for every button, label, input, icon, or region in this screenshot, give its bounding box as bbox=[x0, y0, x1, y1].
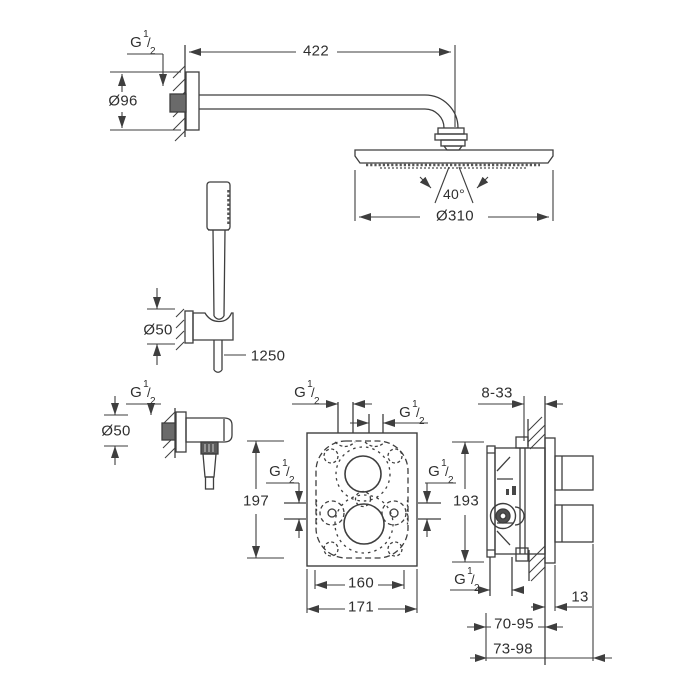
mixer-side-dims bbox=[450, 396, 612, 662]
thread-sub: 2 bbox=[447, 475, 454, 486]
thread-leader-elbow bbox=[126, 403, 161, 415]
mixer-side-view bbox=[486, 396, 594, 665]
elbow-wall-stub bbox=[161, 422, 176, 441]
thread-base: G bbox=[428, 463, 441, 480]
thread-label-shower-arm: G1/2 bbox=[129, 30, 157, 57]
dim-plate-height-label: 197 bbox=[242, 492, 270, 510]
upper-knob-side bbox=[554, 455, 594, 491]
arm-wall-stub bbox=[169, 93, 187, 113]
side-port-left bbox=[319, 500, 345, 526]
mixer-front-view bbox=[284, 402, 441, 567]
head-shower-arm bbox=[169, 45, 468, 151]
thread-slash: / bbox=[286, 464, 290, 479]
dim-holder-diameter-label: Ø50 bbox=[142, 321, 174, 339]
rough-in-frame bbox=[486, 445, 496, 558]
thread-slash: / bbox=[471, 572, 475, 587]
thread-sup: 1 bbox=[143, 29, 150, 40]
thread-sup: 1 bbox=[282, 458, 289, 469]
rough-in-outline bbox=[315, 440, 409, 559]
mixer-front-dims bbox=[247, 400, 456, 613]
wall-hatch bbox=[527, 416, 546, 450]
thread-base: G bbox=[399, 404, 412, 421]
thermostat-knob bbox=[344, 455, 382, 493]
thread-base: G bbox=[130, 384, 143, 401]
dim-flange-diameter bbox=[110, 71, 181, 131]
thread-sub: 2 bbox=[313, 396, 320, 407]
volume-knob bbox=[343, 503, 385, 545]
thread-leader-arm bbox=[127, 53, 167, 86]
holder-bracket bbox=[192, 312, 234, 341]
dim-head-diameter-label: Ø310 bbox=[435, 207, 475, 225]
thread-slash: / bbox=[147, 35, 151, 50]
thread-sup: 1 bbox=[143, 379, 150, 390]
dim-spray-angle bbox=[419, 166, 489, 204]
thread-label-plate-right: G1/2 bbox=[427, 459, 455, 486]
wall-hatch bbox=[175, 308, 185, 351]
dim-trim-depth-label: 13 bbox=[570, 588, 590, 606]
thread-base: G bbox=[269, 463, 282, 480]
wall-hatch bbox=[528, 545, 546, 582]
dim-arm-length-label: 422 bbox=[302, 42, 330, 60]
dim-plate-width-label: 171 bbox=[347, 598, 375, 616]
thread-base: G bbox=[454, 571, 467, 588]
thread-slash: / bbox=[445, 464, 449, 479]
head-shower bbox=[354, 149, 554, 169]
thread-label-side-bottom: G1/2 bbox=[453, 567, 481, 594]
dim-inner-width-label: 160 bbox=[347, 574, 375, 592]
dim-elbow-diameter bbox=[104, 396, 128, 465]
holder-wall-plate bbox=[184, 310, 194, 344]
dim-holder-diameter bbox=[147, 288, 175, 365]
thread-sub: 2 bbox=[473, 583, 480, 594]
dim-spray-angle-label: 40° bbox=[442, 186, 466, 202]
dim-elbow-diameter-label: Ø50 bbox=[100, 422, 132, 440]
dim-install-depth-max-label: 73-98 bbox=[492, 640, 534, 658]
lower-knob-side bbox=[554, 504, 594, 543]
trim-plate-side bbox=[544, 437, 556, 564]
outlet-elbow bbox=[161, 408, 233, 490]
side-port-right bbox=[381, 500, 407, 526]
hand-shower bbox=[175, 181, 246, 373]
dim-flange-diameter-label: Ø96 bbox=[107, 92, 139, 110]
dim-arm-length bbox=[189, 45, 456, 127]
thread-sub: 2 bbox=[288, 475, 295, 486]
bottom-outlet-pipe bbox=[489, 557, 513, 596]
supply-pipes bbox=[337, 402, 384, 433]
side-port-screw bbox=[489, 502, 517, 530]
dim-hose-length-label: 1250 bbox=[249, 347, 287, 365]
dim-head-diameter bbox=[354, 170, 554, 221]
thread-label-plate-top-left: G1/2 bbox=[293, 380, 321, 407]
thread-slash: / bbox=[147, 385, 151, 400]
thread-sup: 1 bbox=[441, 458, 448, 469]
thread-sup: 1 bbox=[467, 566, 474, 577]
dim-wall-depth-label: 8-33 bbox=[480, 384, 514, 402]
trim-plate bbox=[306, 432, 418, 567]
dim-install-depth-min-label: 70-95 bbox=[493, 615, 535, 633]
dim-body-height-label: 193 bbox=[452, 492, 480, 510]
thread-sub: 2 bbox=[418, 416, 425, 427]
thread-slash: / bbox=[311, 385, 315, 400]
thread-label-plate-left: G1/2 bbox=[268, 459, 296, 486]
thread-sub: 2 bbox=[149, 46, 156, 57]
thread-label-plate-top-right: G1/2 bbox=[398, 400, 426, 427]
thread-slash: / bbox=[416, 405, 420, 420]
shower-hose bbox=[213, 340, 223, 373]
thread-base: G bbox=[294, 384, 307, 401]
thread-sup: 1 bbox=[307, 379, 314, 390]
thread-sup: 1 bbox=[412, 399, 419, 410]
thread-sub: 2 bbox=[149, 396, 156, 407]
thread-base: G bbox=[130, 34, 143, 51]
thread-label-elbow: G1/2 bbox=[129, 380, 157, 407]
